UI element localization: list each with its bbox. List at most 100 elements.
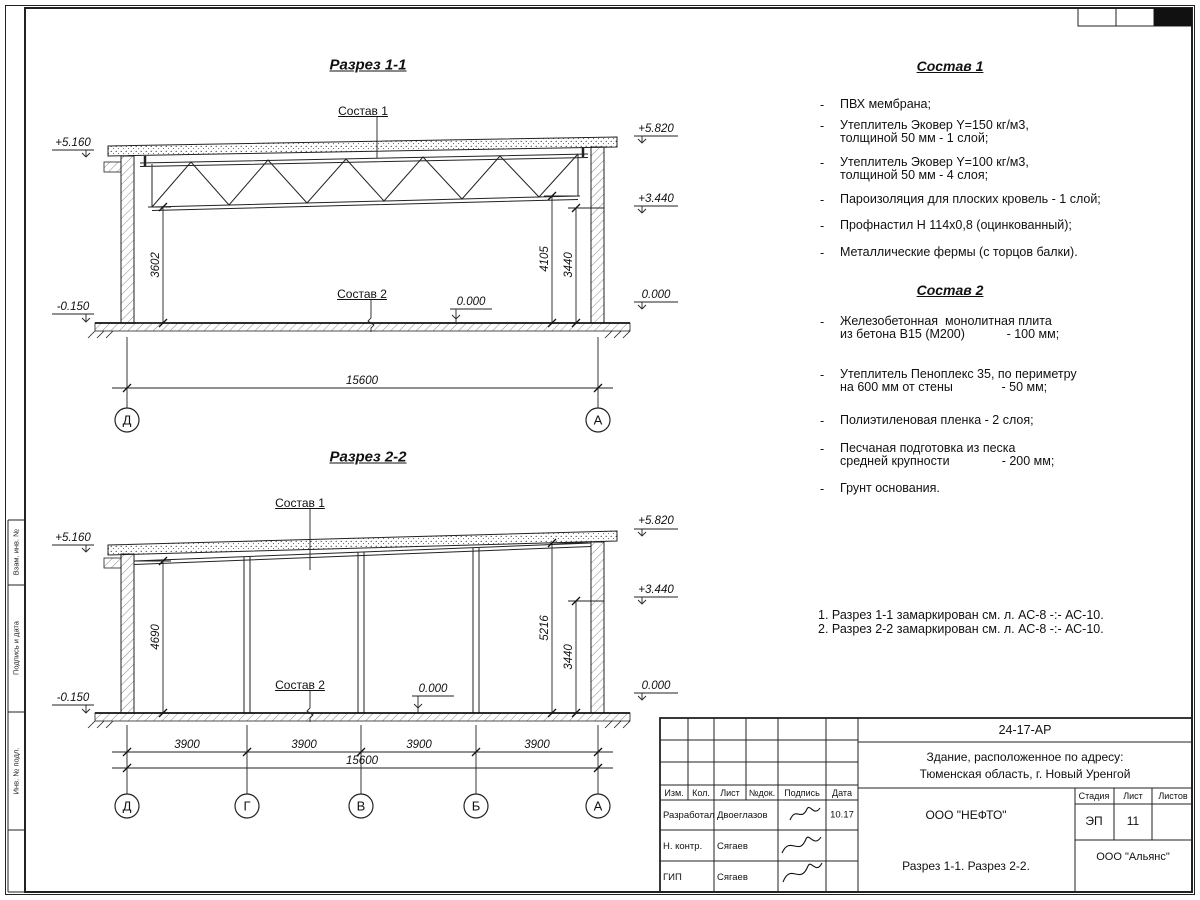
section2-axis-5: А xyxy=(593,798,603,814)
section2-elev-floor: 0.000 xyxy=(418,683,448,695)
section2-axis-2: Г xyxy=(243,798,251,814)
sostav1-item-6-line-1: Металлические фермы (с торцов балки). xyxy=(840,245,1078,259)
section2-dim-bay-2: 3900 xyxy=(291,739,317,751)
titleblock-org1: ООО "НЕФТО" xyxy=(925,808,1007,822)
titleblock-row2-role: Н. контр. xyxy=(663,841,703,852)
bullet-dash: - xyxy=(820,315,825,329)
s1-roof-slab xyxy=(107,136,618,157)
s2-dimension-ticks xyxy=(122,538,603,773)
section2-axis-4: Б xyxy=(471,798,481,814)
sostav2-heading: Состав 2 xyxy=(916,282,984,298)
sostav2-item-3: - Полиэтиленовая пленка - 2 слоя; xyxy=(820,413,1034,429)
section2-elev-right-bottom: 0.000 xyxy=(641,680,671,692)
section2-sostav1-label: Состав 1 xyxy=(275,496,325,510)
bullet-dash: - xyxy=(820,442,825,456)
titleblock-col-podpis: Подпись xyxy=(784,788,820,798)
titleblock-row1-date: 10.17 xyxy=(830,809,854,821)
section1-sostav2-label: Состав 2 xyxy=(337,287,387,301)
sostav2-item-1-line-1: Железобетонная монолитная плита xyxy=(840,314,1052,328)
sostav2-item-4: - Песчаная подготовка из песка средней к… xyxy=(820,442,1054,468)
section2-elev-left-bottom: -0.150 xyxy=(56,692,90,704)
sostav1-item-2: - Утеплитель Эковер Y=150 кг/м3, толщино… xyxy=(820,119,1029,145)
section2-axis-1: Д xyxy=(122,798,132,814)
axis-bubble xyxy=(585,407,611,433)
s2-floor-slab xyxy=(94,712,631,722)
titleblock-sheets-label: Листов xyxy=(1158,791,1188,801)
axis-bubble xyxy=(114,407,140,433)
section1-elev-left-top: +5.160 xyxy=(55,137,91,149)
section2-dim-bay-4: 3900 xyxy=(524,739,550,751)
titleblock-stage-value: ЭП xyxy=(1085,814,1103,828)
s1-dimension-ticks xyxy=(122,191,603,393)
axis-bubble xyxy=(463,793,489,819)
s1-truss xyxy=(139,147,589,211)
s2-leader-lines xyxy=(306,508,314,722)
titleblock-row3-role: ГИП xyxy=(663,872,682,883)
signature-nkontr xyxy=(781,836,822,854)
section2-dim-bay-1: 3900 xyxy=(174,739,200,751)
section2-elev-right-mid: +3.440 xyxy=(638,584,674,596)
titleblock-org2: ООО "Альянс" xyxy=(1096,851,1170,863)
s1-ground-break-marks xyxy=(87,330,631,339)
sostav1-item-6: - Металлические фермы (с торцов балки). xyxy=(820,245,1078,261)
side-stamp-podpis-data: Подпись и дата xyxy=(11,621,21,675)
s2-eave-detail xyxy=(103,557,122,569)
section2-dim-right-outer: 3440 xyxy=(563,644,575,670)
titleblock-object-line1: Здание, расположенное по адресу: xyxy=(926,750,1124,764)
titleblock-doc-code: 24-17-АР xyxy=(998,723,1052,737)
section1-axis-right: А xyxy=(593,412,603,428)
sostav1-item-2-line-1: Утеплитель Эковер Y=150 кг/м3, xyxy=(840,118,1029,132)
section1-dim-left: 3602 xyxy=(150,252,162,278)
titleblock-sheet-value: 11 xyxy=(1126,814,1140,828)
s1-left-wall xyxy=(120,155,135,324)
note-1: 1. Разрез 1-1 замаркирован см. л. АС-8 -… xyxy=(818,608,1104,622)
sostav2-item-2: - Утеплитель Пеноплекс 35, по периметру … xyxy=(820,368,1077,394)
sostav2-item-1: - Железобетонная монолитная плита из бет… xyxy=(820,315,1059,341)
s2-ground-break-marks xyxy=(87,720,631,729)
note-2: 2. Разрез 2-2 замаркирован см. л. АС-8 -… xyxy=(818,622,1104,636)
sostav2-item-5: - Грунт основания. xyxy=(820,482,940,497)
section1-dim-total: 15600 xyxy=(346,375,378,387)
titleblock-object-line2: Тюменская область, г. Новый Уренгой xyxy=(919,767,1131,781)
titleblock-row3-name: Сягаев xyxy=(717,872,748,883)
section-2-2-linework xyxy=(52,508,678,819)
titleblock-row1-role: Разработал xyxy=(663,810,715,821)
s1-leader-lines xyxy=(367,117,378,332)
title-block-grid xyxy=(659,717,1193,893)
titleblock-sheet-label: Лист xyxy=(1123,791,1143,801)
titleblock-col-kol: Кол. xyxy=(692,788,710,798)
section1-elev-right-mid: +3.440 xyxy=(638,193,674,205)
section2-elev-left-top: +5.160 xyxy=(55,532,91,544)
s2-left-wall xyxy=(120,553,135,714)
bullet-dash: - xyxy=(820,156,825,170)
section2-dim-total: 15600 xyxy=(346,755,378,767)
section1-title: Разрез 1-1 xyxy=(329,56,407,74)
titleblock-row2-name: Сягаев xyxy=(717,841,748,852)
section1-dim-right-outer: 3440 xyxy=(563,252,575,278)
sostav2-item-2-line-2: на 600 мм от стены - 50 мм; xyxy=(840,380,1048,394)
titleblock-row1-name: Двоеглазов xyxy=(717,810,768,821)
sostav1-item-3-line-2: толщиной 50 мм - 4 слоя; xyxy=(840,168,989,182)
axis-bubble xyxy=(585,793,611,819)
bullet-dash: - xyxy=(820,414,825,428)
sostav2-item-2-line-1: Утеплитель Пеноплекс 35, по периметру xyxy=(840,367,1077,381)
sostav1-item-5-line-1: Профнастил Н 114х0,8 (оцинкованный); xyxy=(840,218,1072,232)
bullet-dash: - xyxy=(820,98,825,112)
titleblock-col-izm: Изм. xyxy=(664,788,684,798)
s1-floor-slab xyxy=(94,322,631,332)
sostav1-item-1-line-1: ПВХ мембрана; xyxy=(840,97,931,111)
side-stamp-inv-podl: Инв. № подл. xyxy=(11,747,21,795)
sostav2-item-3-line-1: Полиэтиленовая пленка - 2 слоя; xyxy=(840,413,1034,427)
axis-bubble xyxy=(348,793,374,819)
sostav1-item-2-line-2: толщиной 50 мм - 1 слой; xyxy=(840,131,989,145)
section1-dim-right-inner: 4105 xyxy=(539,246,551,272)
section-1-1-linework xyxy=(52,117,678,433)
bullet-dash: - xyxy=(820,219,825,233)
s1-elevation-marks xyxy=(52,135,678,323)
sostav2-item-1-line-2: из бетона В15 (М200) - 100 мм; xyxy=(840,327,1060,341)
axis-bubble xyxy=(114,793,140,819)
section2-title: Разрез 2-2 xyxy=(329,448,407,466)
